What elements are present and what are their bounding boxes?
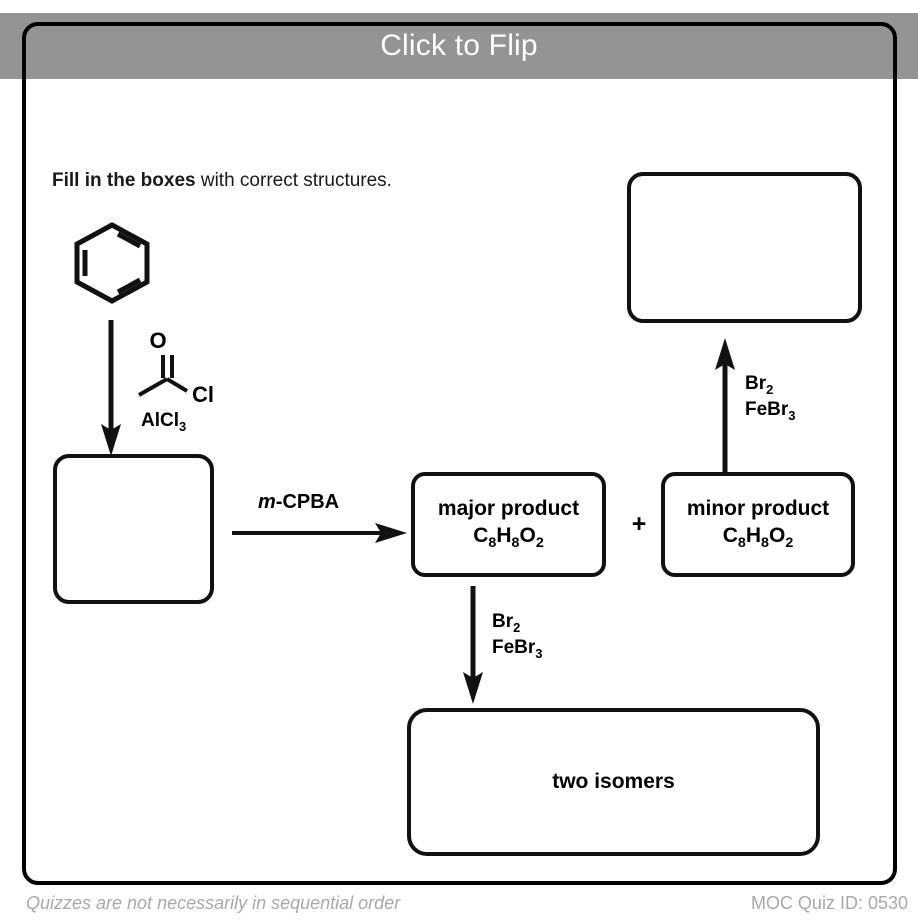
footer-quiz-id: MOC Quiz ID: 0530 [750,893,908,913]
acetyl-chloride-structure: O Cl [138,328,214,407]
reagent-bromination-right-label: Br2 FeBr3 [745,372,795,423]
instruction-rest: with correct structures. [195,170,392,191]
mcpba-italic-prefix: m [258,491,276,513]
quiz-card-frame[interactable] [22,22,897,885]
alcl3-text: AlCl [141,410,179,431]
br2-down-line2: FeBr3 [492,636,543,661]
answer-box-acylation-product[interactable] [53,454,214,604]
benzene-ring-icon [74,222,150,304]
br2-down-line1: Br2 [492,611,521,635]
reagent-alcl3-label: AlCl3 [141,409,186,435]
major-product-box: major product C8H8O2 [411,472,606,577]
mcpba-text: -CPBA [275,491,340,513]
reagent-bromination-down-label: Br2 FeBr3 [492,610,542,661]
instruction-text: Fill in the boxes with correct structure… [52,170,392,192]
minor-product-label: minor product [686,497,830,521]
reaction-arrow-down-bromination [463,586,483,704]
svg-text:Cl: Cl [192,382,214,407]
major-product-formula: C8H8O2 [473,524,544,552]
plus-symbol: + [631,510,647,538]
reagent-mcpba-label: m-CPBA [258,490,339,514]
minor-product-box: minor product C8H8O2 [661,472,855,577]
click-to-flip-header[interactable]: Click to Flip [0,13,918,79]
footer-note: Quizzes are not necessarily in sequentia… [26,893,401,913]
reaction-arrow-right-mcpba [232,523,407,543]
reaction-arrow-down-left [101,320,121,456]
instruction-bold: Fill in the boxes [52,170,196,191]
br2-right-line1: Br2 [745,373,774,397]
minor-product-formula: C8H8O2 [722,524,794,552]
header-title-text: Click to Flip [380,29,538,62]
reaction-arrow-up-bromination [715,338,735,472]
svg-text:O: O [149,328,166,353]
answer-box-minor-bromination-product[interactable] [627,172,862,323]
br2-right-line2: FeBr3 [745,398,796,423]
alcl3-subscript: 3 [179,418,187,434]
two-isomers-label: two isomers [552,769,675,793]
major-product-label: major product [437,497,580,521]
two-isomers-box: two isomers [407,708,820,856]
